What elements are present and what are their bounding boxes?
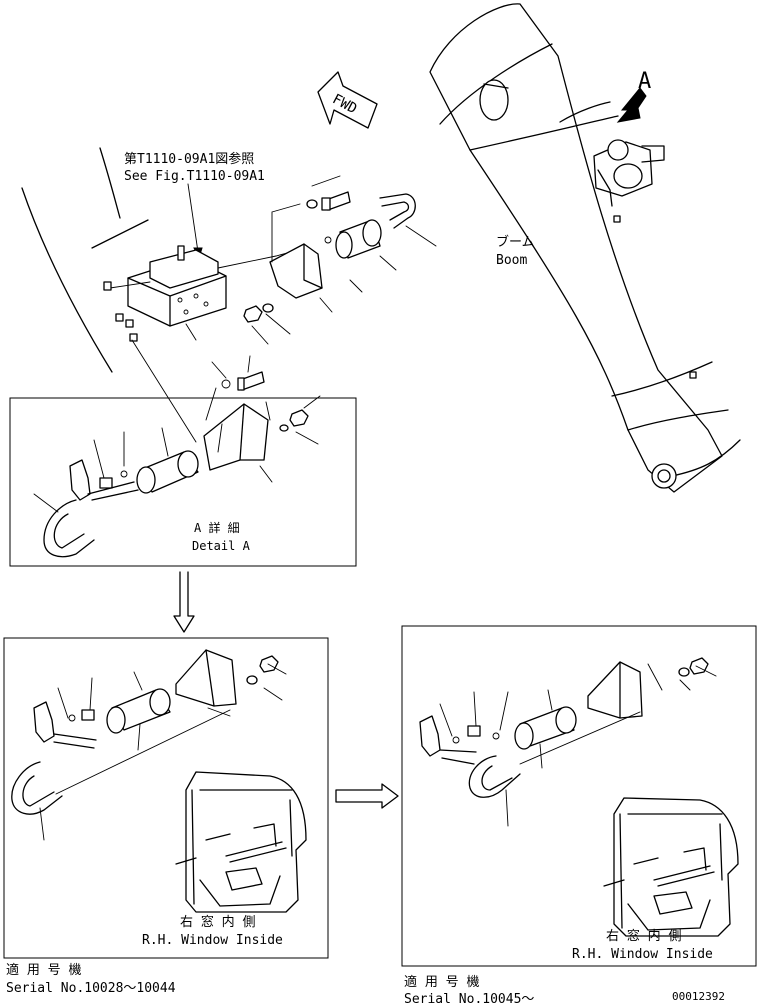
serial-right-label-jp: 適 用 号 機 (404, 974, 479, 990)
detail-a-frame (9, 397, 357, 567)
boom-outline-curve (21, 187, 113, 373)
bottom-left-panel: 右 窓 内 側 R.H. Window Inside (3, 637, 329, 959)
right-arrow (335, 783, 399, 809)
serial-left-label-jp: 適 用 号 機 (6, 962, 81, 978)
cab-window-right (603, 797, 739, 937)
boom-outline-curve-inner (99, 147, 121, 219)
serial-right-label-en: Serial No.10045～ (404, 992, 534, 1007)
view-a-label: A (638, 69, 651, 94)
window-left-label-en: R.H. Window Inside (142, 933, 283, 948)
detail-a-label-en: Detail A (192, 539, 251, 553)
bottom-right-panel: 右 窓 内 側 R.H. Window Inside (401, 625, 757, 967)
window-left-label-jp: 右 窓 内 側 (180, 914, 255, 930)
drawing-number: 00012392 (672, 990, 725, 1003)
down-arrow (173, 571, 195, 633)
bracket-top (269, 243, 323, 299)
window-right-label-jp: 右 窓 内 側 (606, 928, 681, 944)
detail-a-label-jp: A 詳 細 (194, 520, 240, 535)
bottom-left-frame (3, 637, 329, 959)
detail-a-pipe (87, 481, 139, 501)
view-a-arrow (616, 87, 647, 123)
boom-valve-assembly (593, 139, 665, 207)
u-pipe-top (379, 193, 416, 229)
window-right-label-en: R.H. Window Inside (572, 947, 713, 962)
valve-block (127, 245, 227, 327)
top-left-assembly: FWD 第T1110-09A1図参照 See Fig.T1110-09A1 (21, 71, 437, 443)
serial-left-label-en: Serial No.10028～10044 (6, 981, 176, 996)
boom-label-jp: ブーム (496, 234, 535, 250)
boom-outline (429, 3, 723, 493)
bottom-right-frame (401, 625, 757, 967)
fwd-arrow: FWD (317, 71, 378, 129)
cab-window-left (175, 771, 307, 913)
fwd-label: FWD (330, 91, 360, 117)
detail-a-panel: A 詳 細 Detail A (9, 395, 357, 567)
see-fig-label-jp: 第T1110-09A1図参照 (124, 151, 254, 167)
accumulator-top (335, 219, 382, 259)
boom-assembly: A ブーム Boom (429, 3, 741, 493)
see-fig-label-en: See Fig.T1110-09A1 (124, 169, 265, 184)
boom-label-en: Boom (496, 253, 527, 268)
